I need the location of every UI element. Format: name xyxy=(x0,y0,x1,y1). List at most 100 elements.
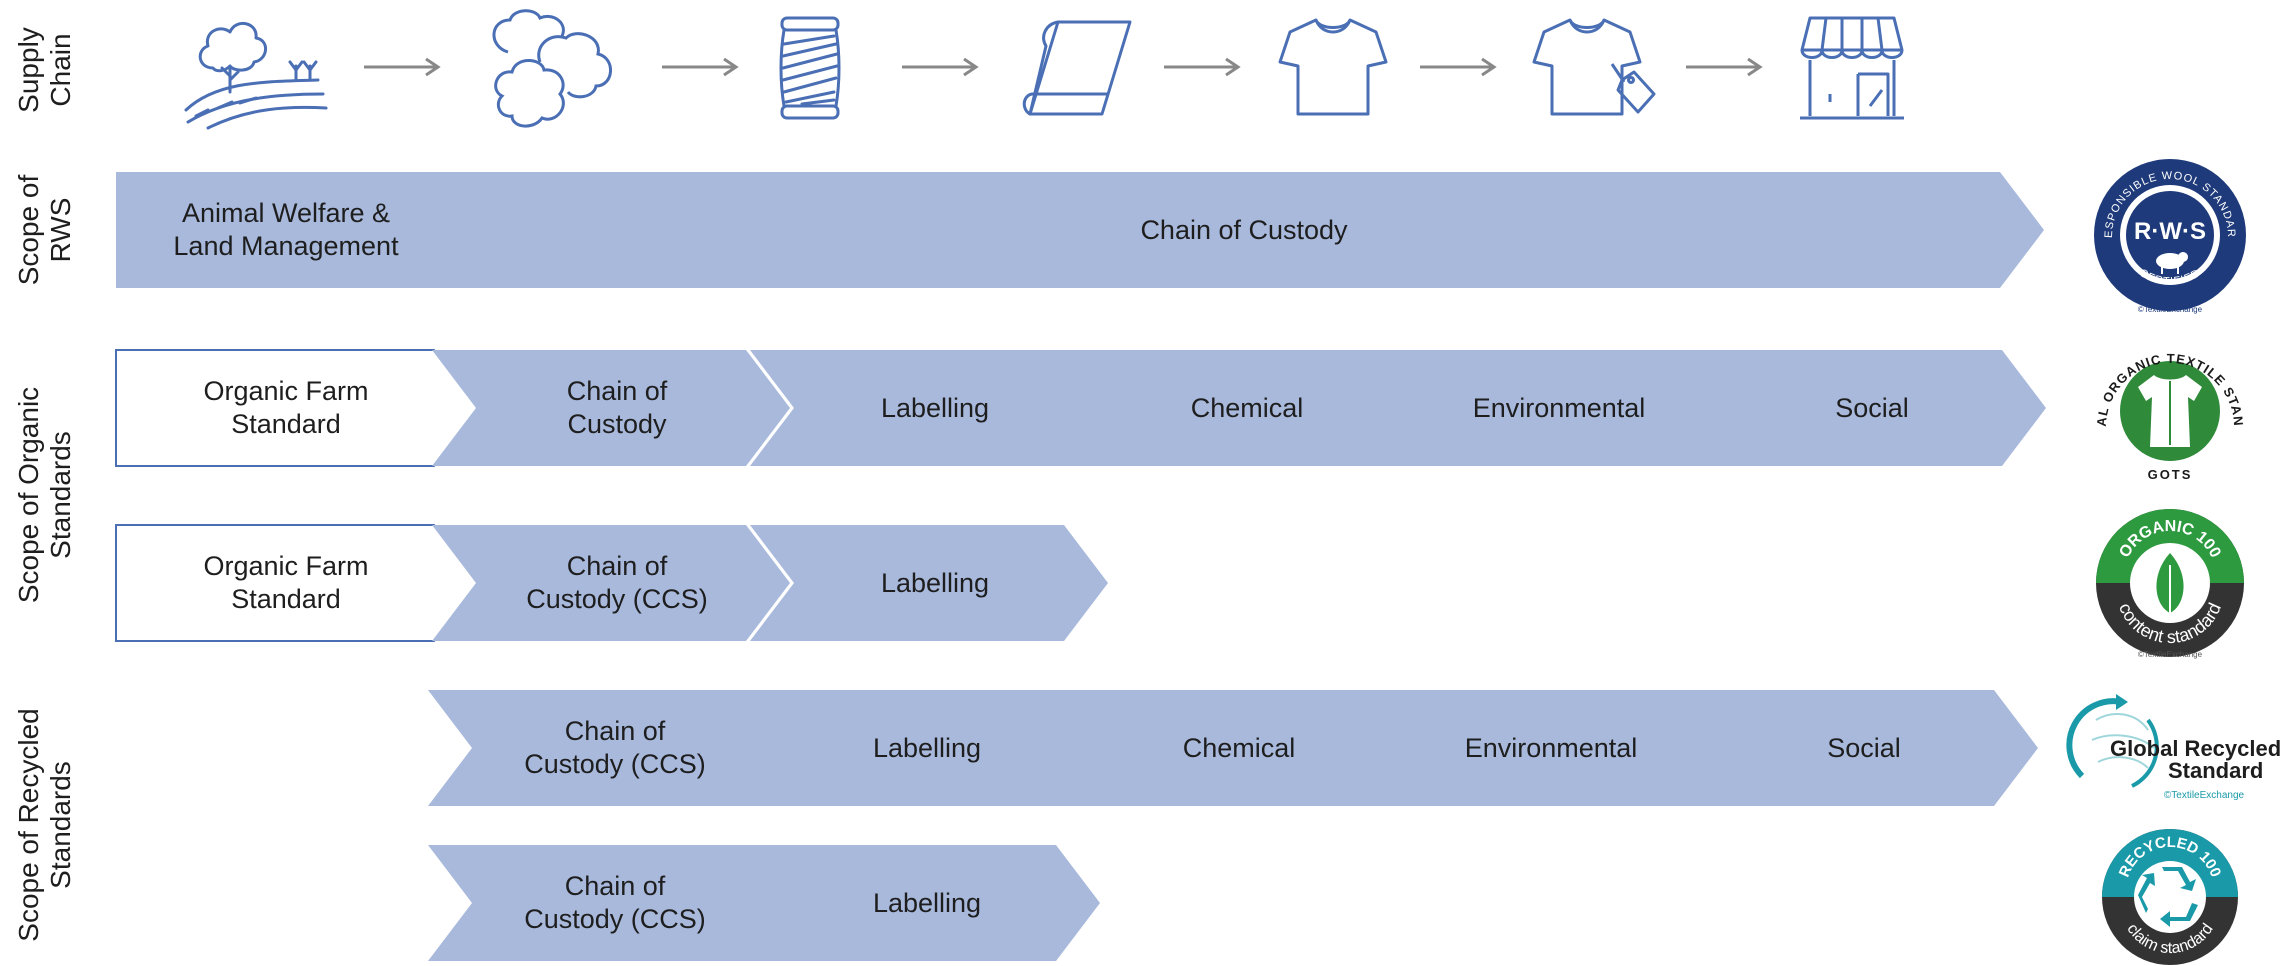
grs-logo: Global Recycled Standard ©TextileExchang… xyxy=(2062,690,2292,810)
row-label-line: Scope of Organic xyxy=(13,386,44,604)
chevron-label-line: Land Management xyxy=(173,231,399,261)
chevron-label-line: Standard xyxy=(231,584,341,614)
chevron-label-line: Labelling xyxy=(872,887,982,918)
chevron-label-lines: Environmental xyxy=(1465,732,1638,765)
chevron-shape xyxy=(742,845,1100,961)
chevron-shape xyxy=(432,525,790,641)
chevron-shape xyxy=(750,525,1108,641)
gots-bottom-text: GOTS xyxy=(2148,467,2193,482)
row-label-line: Scope of xyxy=(13,174,44,286)
chevron-label-line: Environmental xyxy=(1464,732,1638,763)
chevron-shape xyxy=(1054,690,1412,806)
chevron-label-line: Chain of xyxy=(564,716,666,746)
chevron-label-lines: Chemical xyxy=(1183,732,1296,765)
grs-title-line2: Standard xyxy=(2168,758,2264,783)
tagged-garment-icon xyxy=(1532,18,1656,116)
chevron-label-line: Chain of xyxy=(564,871,666,901)
gots-chevron-3: Labelling xyxy=(750,350,1108,466)
gots-logo: GLOBAL ORGANIC TEXTILE STANDARD GOTS xyxy=(2090,335,2245,482)
rws-credit: ©TextileExchange xyxy=(2137,305,2203,314)
arrow-icon xyxy=(1420,57,1497,77)
chevron-label-line: Chemical xyxy=(1182,732,1296,763)
rcs-chevron-2: Labelling xyxy=(742,845,1100,961)
chevron-label: Labelling xyxy=(790,350,1080,466)
garment-icon xyxy=(1278,18,1388,116)
recycle-icon xyxy=(2138,867,2198,927)
ocs-logo: ORGANIC 100 content standard xyxy=(2096,509,2244,657)
rcs-logo: RECYCLED 100 claim standard xyxy=(2102,829,2238,965)
arrow-icon xyxy=(902,57,979,77)
chevron-label-lines: Labelling xyxy=(881,392,989,425)
rws-chevron-chain-of-custody: Chain of Custody xyxy=(432,172,2044,288)
chevron-label-line: Custody (CCS) xyxy=(526,584,708,614)
chevron-label-line: Custody xyxy=(567,409,667,439)
row-label-line: Chain xyxy=(45,33,76,107)
chevron-label-lines: Social xyxy=(1835,392,1909,425)
grs-chevron-4: Environmental xyxy=(1366,690,1724,806)
arrow-icon xyxy=(662,57,739,77)
chevron-shape xyxy=(432,350,790,466)
rws-chevron-animal-welfare: Animal Welfare &Land Management xyxy=(116,172,478,288)
grs-chevron-3: Chemical xyxy=(1054,690,1412,806)
chevron-label-line: Chain of xyxy=(566,376,668,406)
chevron-label-line: Labelling xyxy=(872,732,982,763)
chevron-label: Chain of Custody xyxy=(472,172,2016,288)
chevron-label-lines: Labelling xyxy=(873,887,981,920)
chevron-label: Animal Welfare &Land Management xyxy=(122,172,450,288)
grs-chevron-5: Social xyxy=(1678,690,2038,806)
row-label-line: Scope of Recycled xyxy=(13,708,44,942)
chevron-label-line: Animal Welfare & xyxy=(181,198,391,228)
rws-logo: RESPONSIBLE WOOL STANDARD R·W·S CERTIFIE… xyxy=(2090,155,2246,311)
chevron-label-lines: Environmental xyxy=(1473,392,1646,425)
chevron-label-line: Custody (CCS) xyxy=(524,904,706,934)
chevron-shape xyxy=(428,845,790,961)
chevron-label: Social xyxy=(1718,690,2010,806)
row-label-line: Supply xyxy=(13,27,44,113)
yarn-spool-icon xyxy=(779,16,841,120)
chevron-shape xyxy=(116,172,478,288)
chevron-shape xyxy=(432,172,2044,288)
row-label-line: Standards xyxy=(45,431,76,559)
chevron-label-line: Labelling xyxy=(880,392,990,423)
chevron-label-line: Organic Farm xyxy=(203,376,369,406)
chevron-label-lines: Labelling xyxy=(881,567,989,600)
chevron-label-lines: Labelling xyxy=(873,732,981,765)
chevron-label: Labelling xyxy=(790,525,1080,641)
gots-chevron-6: Social xyxy=(1686,350,2046,466)
chevron-label-lines: Social xyxy=(1827,732,1901,765)
grs-globe-icon xyxy=(2066,694,2159,788)
chevron-label-line: Labelling xyxy=(880,567,990,598)
chevron-label-line: Social xyxy=(1835,392,1909,423)
ocs-chevron-3: Labelling xyxy=(750,525,1108,641)
fabric-icon xyxy=(1022,20,1132,116)
grs-credit: ©TextileExchange xyxy=(2163,790,2245,801)
chevron-shape xyxy=(1686,350,2046,466)
chevron-label: Environmental xyxy=(1414,350,1704,466)
chevron-shape xyxy=(1678,690,2038,806)
chevron-label-lines: Animal Welfare &Land Management xyxy=(173,197,398,263)
row-label-line: RWS xyxy=(45,197,76,263)
chevron-label: Labelling xyxy=(782,690,1072,806)
chevron-label-line: Chain of Custody xyxy=(1140,214,1348,245)
chevron-label-line: Organic Farm xyxy=(203,551,369,581)
chevron-shape xyxy=(1366,690,1724,806)
raw-fiber-icon xyxy=(492,9,612,128)
chevron-label: Chemical xyxy=(1094,690,1384,806)
chevron-label-lines: Chemical xyxy=(1191,392,1304,425)
ocs-credit: ©TextileExchange xyxy=(2137,650,2203,659)
chevron-shape xyxy=(1062,350,1420,466)
chevron-shape xyxy=(1374,350,1732,466)
